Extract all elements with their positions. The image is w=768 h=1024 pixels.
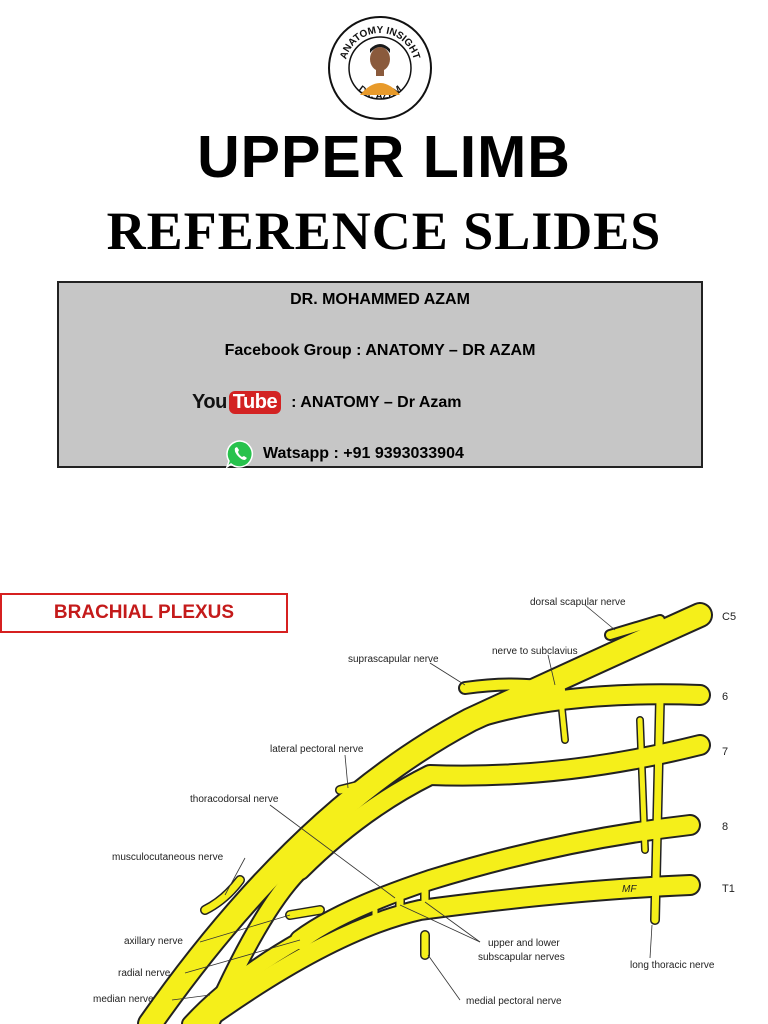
label-dorsal-scapular: dorsal scapular nerve: [530, 597, 626, 608]
artist-mark: MF: [622, 884, 637, 895]
label-radial: radial nerve: [118, 968, 171, 979]
youtube-you-text: You: [192, 391, 227, 413]
label-subscapular-line2: subscapular nerves: [478, 952, 565, 963]
brachial-plexus-diagram: dorsal scapular nerve nerve to subclaviu…: [93, 597, 736, 1024]
label-axillary: axillary nerve: [124, 936, 183, 947]
label-medial-pectoral: medial pectoral nerve: [466, 996, 562, 1007]
root-label-c5: C5: [722, 611, 736, 623]
whatsapp-number: Watsapp : +91 9393033904: [263, 445, 464, 462]
root-label-7: 7: [722, 746, 728, 758]
anatomy-insight-logo: ANATOMY INSIGHT DR. AZAM: [328, 16, 432, 120]
label-leaders: [171, 604, 653, 1001]
page-title: UPPER LIMB: [197, 124, 571, 190]
root-label-8: 8: [722, 821, 728, 833]
label-suprascapular: suprascapular nerve: [348, 654, 439, 665]
root-label-6: 6: [722, 691, 728, 703]
root-label-t1: T1: [722, 883, 735, 895]
youtube-row[interactable]: You Tube : ANATOMY – Dr Azam: [192, 391, 462, 414]
label-thoracodorsal: thoracodorsal nerve: [190, 794, 279, 805]
contact-info-box: DR. MOHAMMED AZAM Facebook Group : ANATO…: [57, 281, 703, 469]
page-subtitle: REFERENCE SLIDES: [106, 201, 662, 261]
whatsapp-icon: [225, 440, 254, 469]
label-nerve-to-subclavius: nerve to subclavius: [492, 646, 578, 657]
nerve-fills: [139, 604, 711, 1024]
youtube-icon: You Tube: [192, 391, 282, 414]
label-musculocutaneous: musculocutaneous nerve: [112, 852, 224, 863]
author-name: DR. MOHAMMED AZAM: [290, 291, 470, 308]
whatsapp-row[interactable]: Watsapp : +91 9393033904: [225, 439, 464, 469]
portrait-photo: [360, 44, 400, 95]
section-label-brachial-plexus: BRACHIAL PLEXUS: [0, 593, 288, 633]
youtube-channel: : ANATOMY – Dr Azam: [291, 393, 462, 411]
label-subscapular-line1: upper and lower: [488, 938, 560, 949]
label-long-thoracic: long thoracic nerve: [630, 960, 715, 971]
youtube-tube-text: Tube: [228, 391, 282, 414]
label-lateral-pectoral: lateral pectoral nerve: [270, 744, 364, 755]
facebook-group[interactable]: Facebook Group : ANATOMY – DR AZAM: [224, 342, 536, 359]
label-median: median nerve: [93, 994, 154, 1005]
